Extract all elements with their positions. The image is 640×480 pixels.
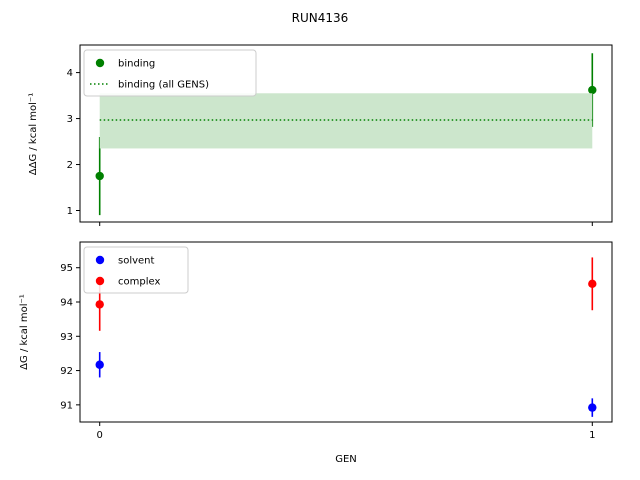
legend: binding binding (all GENS)	[83, 49, 257, 97]
series-solvent	[95, 352, 597, 417]
x-tick-label: 1	[589, 430, 595, 441]
series-binding-all-gens-	[99, 93, 593, 149]
y-tick-label: 1	[67, 206, 73, 217]
legend-marker	[95, 58, 105, 68]
data-point	[588, 403, 597, 412]
legend-label: complex	[118, 277, 160, 288]
data-point	[95, 171, 104, 181]
plot-frame	[79, 241, 613, 423]
legend-label: binding (all GENS)	[118, 80, 209, 91]
series-binding	[95, 53, 597, 216]
y-tick-label: 3	[67, 114, 73, 125]
legend-label: binding	[118, 59, 155, 70]
x-axis-label: GEN	[335, 454, 357, 465]
data-point	[588, 279, 597, 289]
y-tick-label: 94	[60, 298, 73, 309]
legend: solvent complex	[83, 246, 189, 294]
binding-panel: 1 2 3 4 binding binding (all GENS)	[67, 44, 613, 226]
legend-marker	[95, 255, 105, 265]
uncertainty-band	[99, 93, 593, 149]
legend-label: solvent	[118, 256, 155, 267]
plot-frame	[79, 44, 613, 223]
legend-box	[83, 49, 257, 97]
figure-title: RUN4136	[292, 11, 349, 25]
y-tick-label: 93	[60, 332, 73, 343]
y-tick-label: 91	[60, 400, 73, 411]
x-tick-label: 0	[97, 430, 103, 441]
data-point	[588, 85, 597, 95]
y-tick-label: 4	[67, 68, 73, 79]
free-energy-panel: 91 92 93 94 95 0 1 solvent complex	[60, 241, 613, 441]
y-tick-label: 95	[60, 263, 73, 274]
legend-box	[83, 246, 189, 294]
legend-marker	[95, 276, 105, 286]
data-point	[95, 300, 104, 309]
data-point	[95, 360, 104, 369]
top-y-axis-label: ΔΔG / kcal mol⁻¹	[28, 93, 39, 175]
y-tick-label: 2	[67, 160, 73, 171]
bottom-y-axis-label: ΔG / kcal mol⁻¹	[19, 294, 30, 370]
y-tick-label: 92	[60, 366, 73, 377]
